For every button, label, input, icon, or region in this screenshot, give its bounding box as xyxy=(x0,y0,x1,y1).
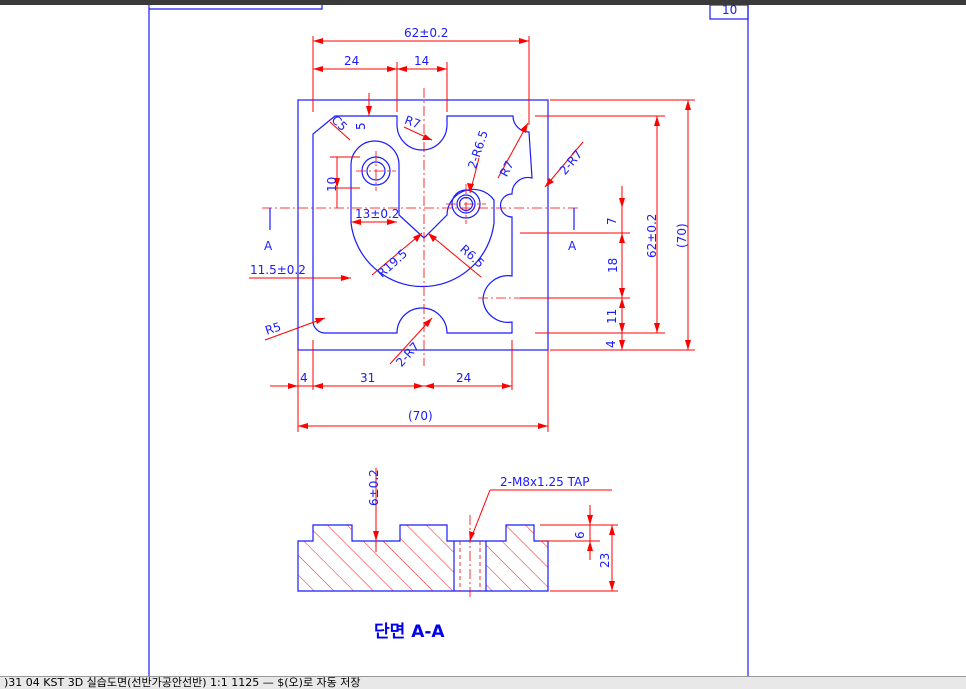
tap-note: 2-M8x1.25 TAP xyxy=(500,475,589,489)
dim-4-bottom: 4 xyxy=(300,371,308,385)
dim-13: 13±0.2 xyxy=(355,207,399,221)
section-markers: A A xyxy=(264,208,577,253)
dim-r19-5: R19.5 xyxy=(375,246,410,280)
dim-r7-top: R7 xyxy=(403,113,423,132)
window-top-bar xyxy=(0,0,966,5)
dim-23: 23 xyxy=(598,553,612,568)
dim-31: 31 xyxy=(360,371,375,385)
status-bar-text: )31 04 KST 3D 실습도면(선반가공안선반) 1:1 1125 — $… xyxy=(4,676,361,689)
section-label-right: A xyxy=(568,239,577,253)
sheet-number: 10 xyxy=(722,5,737,17)
cad-drawing-canvas[interactable]: 10 A A xyxy=(0,5,966,676)
dim-11: 11 xyxy=(605,309,619,324)
dim-70-height: (70) xyxy=(675,223,689,248)
dim-4-right: 4 xyxy=(604,340,618,348)
dim-6-section: 6±0.2 xyxy=(367,469,381,506)
centerlines xyxy=(262,88,580,366)
dim-24-bottom: 24 xyxy=(456,371,471,385)
dim-6-right: 6 xyxy=(573,531,587,539)
dim-2-r7-bottom: 2-R7 xyxy=(393,339,422,369)
section-view: 6±0.2 2-M8x1.25 TAP 6 23 xyxy=(297,468,618,600)
dim-2-r6-5: 2-R6.5 xyxy=(465,129,490,171)
dimension-texts: 62±0.2 24 14 C5 5 R7 2-R6.5 R7 2-R7 10 1… xyxy=(250,26,689,423)
dim-5: 5 xyxy=(354,122,368,130)
dim-62-height: 62±0.2 xyxy=(645,214,659,258)
dim-70-bottom: (70) xyxy=(408,409,433,423)
dim-r5: R5 xyxy=(263,319,283,337)
sheet-frame: 10 xyxy=(148,5,749,676)
dim-11-5: 11.5±0.2 xyxy=(250,263,306,277)
dim-14-top: 14 xyxy=(414,54,429,68)
section-title: 단면 A-A xyxy=(374,622,445,642)
top-view-outline xyxy=(297,99,549,351)
dim-18: 18 xyxy=(606,258,620,273)
section-label-left: A xyxy=(264,239,273,253)
dim-24-top: 24 xyxy=(344,54,359,68)
status-bar: )31 04 KST 3D 실습도면(선반가공안선반) 1:1 1125 — $… xyxy=(0,676,966,689)
dimension-lines xyxy=(249,36,695,432)
dim-2-r7-right: 2-R7 xyxy=(557,147,586,177)
dim-r7-side: R7 xyxy=(497,158,517,179)
dim-62-top: 62±0.2 xyxy=(404,26,448,40)
dim-10: 10 xyxy=(325,177,339,192)
dim-7: 7 xyxy=(605,217,619,225)
